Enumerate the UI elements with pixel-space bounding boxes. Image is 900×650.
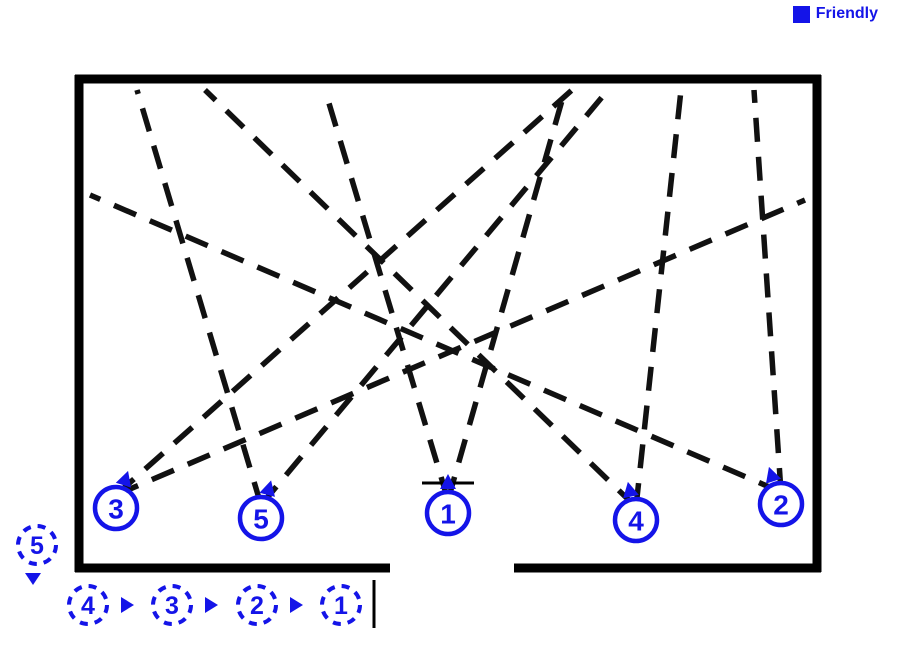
position-marker-3 — [92, 484, 140, 532]
movement-arrow-down-icon — [25, 573, 41, 585]
facing-arrow-icon — [115, 470, 132, 488]
sector-of-fire-line — [134, 89, 264, 506]
queue-marker-4 — [67, 584, 109, 626]
queue-marker-3 — [151, 584, 193, 626]
position-label-4: 4 — [628, 506, 644, 537]
position-label-1: 1 — [440, 499, 456, 530]
queue-marker-1 — [320, 584, 362, 626]
movement-arrow-right-icon — [290, 597, 303, 613]
friendly-legend-label: Friendly — [815, 5, 878, 22]
legend: Friendly — [792, 5, 878, 23]
facing-arrow-icon — [259, 480, 275, 497]
position-marker-4 — [612, 496, 660, 544]
queue-label-3: 3 — [165, 592, 179, 620]
queue-label-1: 1 — [334, 592, 348, 620]
position-label-3: 3 — [108, 494, 124, 525]
queue-marker-5 — [16, 524, 58, 566]
sector-of-fire-line — [322, 89, 451, 501]
sector-of-fire-line — [445, 89, 568, 501]
sector-of-fire-line — [114, 197, 807, 498]
position-marker-5 — [237, 494, 285, 542]
sector-of-fire-line — [88, 192, 783, 495]
position-marker-2 — [757, 480, 805, 528]
facing-arrow-icon — [440, 474, 456, 489]
sector-of-fire-line — [203, 88, 638, 509]
sector-of-fire-line — [258, 88, 611, 507]
position-label-2: 2 — [773, 490, 789, 521]
sector-of-fire-line — [633, 89, 684, 508]
sector-of-fire-line — [114, 87, 574, 498]
queue-label-5: 5 — [30, 532, 44, 560]
queue-marker-2 — [236, 584, 278, 626]
position-label-5: 5 — [253, 504, 269, 535]
sector-of-fire-line — [751, 89, 784, 493]
friendly-color-swatch-icon — [792, 5, 810, 23]
facing-arrow-icon — [765, 466, 782, 484]
queue-label-2: 2 — [250, 592, 264, 620]
position-marker-1 — [424, 489, 472, 537]
facing-arrow-icon — [623, 481, 639, 499]
movement-arrow-right-icon — [121, 597, 134, 613]
queue-label-4: 4 — [81, 592, 95, 620]
movement-arrow-right-icon — [205, 597, 218, 613]
